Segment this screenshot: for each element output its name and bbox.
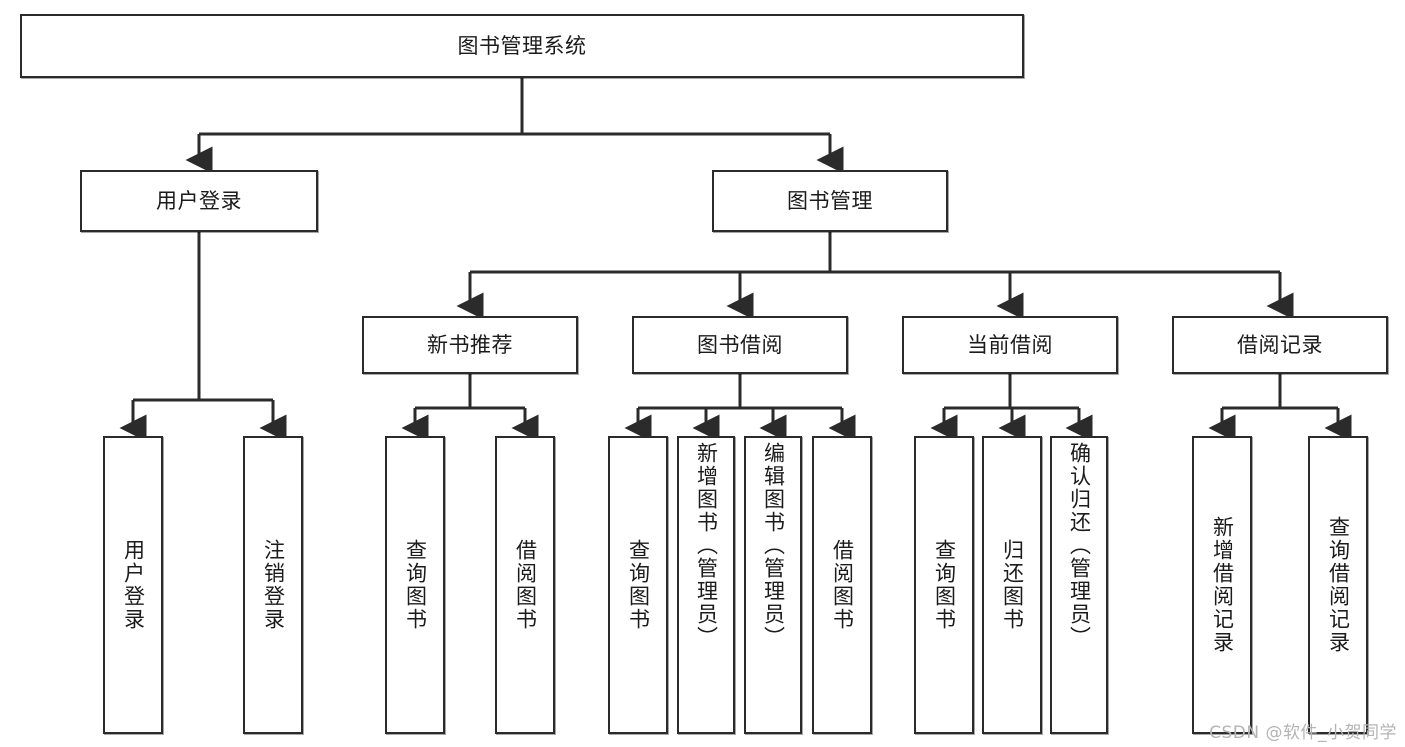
- node-leaf-return-book[interactable]: 归还图书: [982, 436, 1042, 734]
- node-label: 图书借阅: [697, 332, 783, 357]
- node-leaf-query-book-recommend[interactable]: 查询图书: [385, 436, 445, 734]
- node-label: 新书推荐: [427, 332, 513, 357]
- node-label: 归还图书: [1000, 539, 1025, 631]
- node-label: 图书管理系统: [457, 33, 587, 58]
- node-new-book-recommend[interactable]: 新书推荐: [362, 316, 578, 374]
- node-label: 编辑图书（管理员）: [761, 442, 786, 649]
- node-label: 借阅图书: [830, 539, 855, 631]
- node-leaf-add-borrow-record[interactable]: 新增借阅记录: [1192, 436, 1252, 734]
- node-root-book-management-system[interactable]: 图书管理系统: [20, 14, 1024, 78]
- node-label: 用户登录: [121, 539, 146, 631]
- node-label: 图书管理: [787, 188, 873, 213]
- node-leaf-logout[interactable]: 注销登录: [243, 436, 303, 734]
- node-label: 查询图书: [932, 539, 957, 631]
- node-label: 确认归还（管理员）: [1067, 442, 1092, 649]
- node-leaf-borrow-book-recommend[interactable]: 借阅图书: [495, 436, 555, 734]
- node-book-borrow[interactable]: 图书借阅: [632, 316, 848, 374]
- node-leaf-user-login[interactable]: 用户登录: [103, 436, 163, 734]
- node-leaf-add-book-admin[interactable]: 新增图书（管理员）: [677, 436, 735, 734]
- node-user-login[interactable]: 用户登录: [80, 170, 318, 232]
- node-borrow-record[interactable]: 借阅记录: [1172, 316, 1388, 374]
- node-leaf-query-book-borrow[interactable]: 查询图书: [608, 436, 668, 734]
- node-label: 新增借阅记录: [1210, 516, 1235, 654]
- node-label: 注销登录: [261, 539, 286, 631]
- node-leaf-query-book-current[interactable]: 查询图书: [914, 436, 974, 734]
- node-label: 查询图书: [403, 539, 428, 631]
- node-book-management[interactable]: 图书管理: [712, 170, 948, 232]
- node-leaf-confirm-return-admin[interactable]: 确认归还（管理员）: [1050, 436, 1108, 734]
- node-label: 新增图书（管理员）: [694, 442, 719, 649]
- node-leaf-query-borrow-record[interactable]: 查询借阅记录: [1308, 436, 1368, 734]
- node-label: 用户登录: [156, 188, 242, 213]
- node-leaf-edit-book-admin[interactable]: 编辑图书（管理员）: [744, 436, 802, 734]
- node-current-borrow[interactable]: 当前借阅: [902, 316, 1118, 374]
- node-label: 查询图书: [626, 539, 651, 631]
- node-leaf-borrow-book[interactable]: 借阅图书: [812, 436, 872, 734]
- node-label: 借阅图书: [513, 539, 538, 631]
- node-label: 当前借阅: [967, 332, 1053, 357]
- csdn-watermark: CSDN @软件_小贺同学: [1209, 723, 1397, 743]
- node-label: 借阅记录: [1237, 332, 1323, 357]
- node-label: 查询借阅记录: [1326, 516, 1351, 654]
